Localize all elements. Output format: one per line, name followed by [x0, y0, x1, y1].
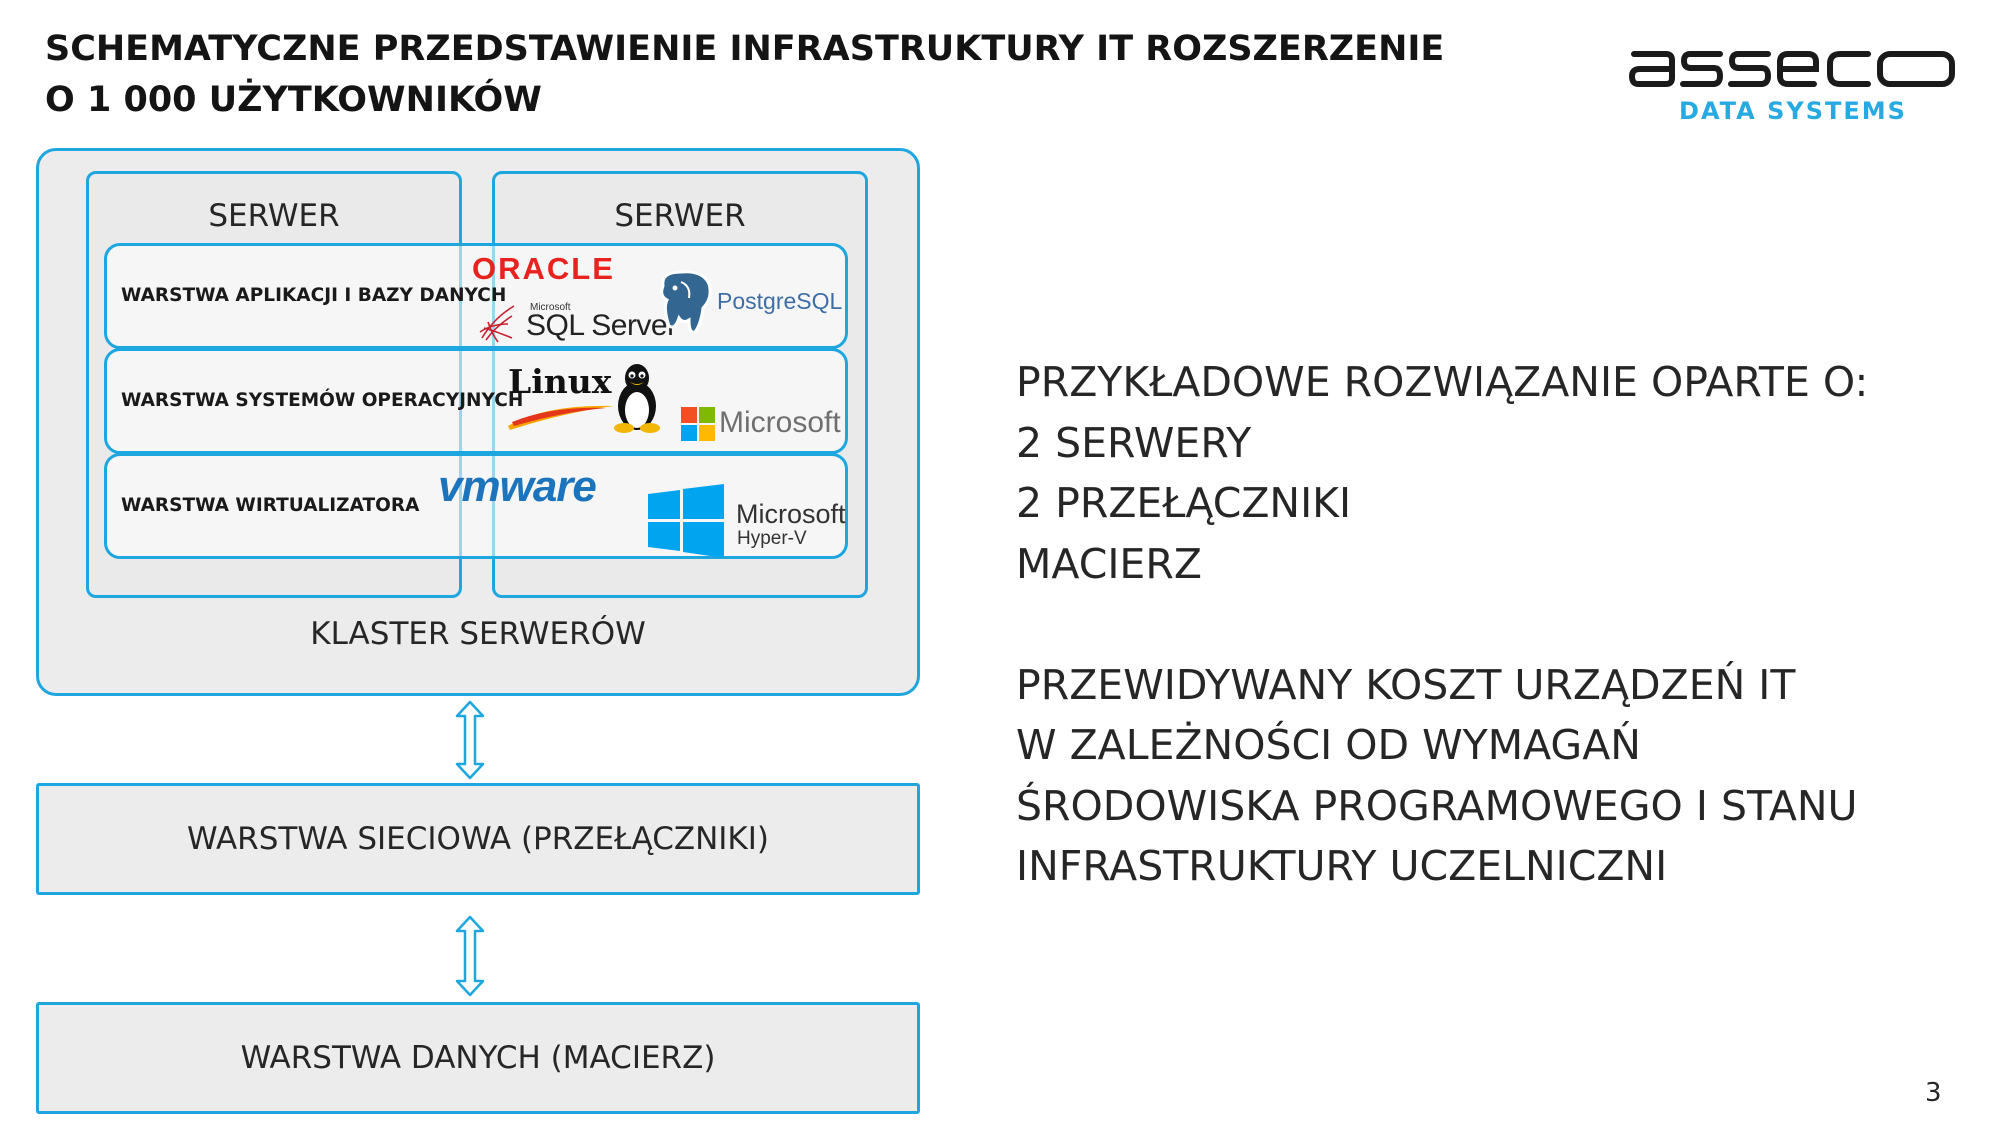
- sql-server-vendor: Microsoft: [530, 302, 571, 313]
- asseco-wordmark: asseco: [1628, 51, 1955, 87]
- network-layer-box: WARSTWA SIECIOWA (PRZEŁĄCZNIKI): [36, 783, 920, 895]
- logo-subtitle: DATA SYSTEMS: [1679, 97, 1907, 125]
- double-arrow-icon: [453, 915, 487, 997]
- data-layer-box: WARSTWA DANYCH (MACIERZ): [36, 1002, 920, 1114]
- layer-label: WARSTWA APLIKACJI I BAZY DANYCH: [121, 285, 507, 306]
- oracle-logo: ORACLE: [472, 251, 615, 286]
- slide-title: SCHEMATYCZNE PRZEDSTAWIENIE INFRASTRUKTU…: [45, 29, 1445, 120]
- linux-logo: Linux: [508, 362, 612, 401]
- layer-label: WARSTWA SYSTEMÓW OPERACYJNYCH: [121, 390, 524, 411]
- sql-server-logo: SQL Server: [526, 309, 677, 342]
- microsoft-logo: Microsoft: [719, 406, 841, 439]
- windows-logo-icon: [648, 484, 724, 558]
- layer-label: WARSTWA WIRTUALIZATORA: [121, 495, 420, 516]
- solution-item: 2 PRZEŁĄCZNIKI: [1016, 479, 1352, 527]
- cost-text-line: INFRASTRUKTURY UCZELNICZNI: [1016, 842, 1668, 890]
- cost-text-line: PRZEWIDYWANY KOSZT URZĄDZEŃ IT: [1016, 660, 1796, 709]
- linux-swoosh: [506, 400, 616, 430]
- network-layer-label: WARSTWA SIECIOWA (PRZEŁĄCZNIKI): [187, 821, 769, 857]
- virtualization-layer: WARSTWA WIRTUALIZATORA: [104, 453, 848, 559]
- cost-text-line: ŚRODOWISKA PROGRAMOWEGO I STANU: [1016, 781, 1858, 830]
- solution-item: MACIERZ: [1016, 539, 1202, 588]
- operating-systems-layer: WARSTWA SYSTEMÓW OPERACYJNYCH: [104, 348, 848, 454]
- cost-text-line: W ZALEŻNOŚCI OD WYMAGAŃ: [1016, 721, 1641, 769]
- sql-server-icon: [478, 298, 518, 344]
- server-label: SERWER: [614, 198, 746, 234]
- server-label: SERWER: [208, 198, 340, 234]
- solution-heading: PRZYKŁADOWE ROZWIĄZANIE OPARTE O:: [1016, 358, 1869, 406]
- hyper-v-vendor: Microsoft: [736, 499, 846, 529]
- tux-penguin-icon: [608, 362, 666, 434]
- application-database-layer: WARSTWA APLIKACJI I BAZY DANYCH: [104, 243, 848, 349]
- solution-description: PRZYKŁADOWE ROZWIĄZANIE OPARTE O: 2 SERW…: [1016, 352, 1976, 897]
- asseco-logo: asseco DATA SYSTEMS: [1628, 40, 1958, 130]
- double-arrow-icon: [453, 700, 487, 780]
- microsoft-windows-squares-icon: [681, 407, 715, 441]
- postgresql-logo: PostgreSQL: [717, 288, 843, 314]
- hyper-v-logo: Hyper-V: [737, 528, 807, 549]
- vmware-logo: vmware: [438, 462, 597, 511]
- postgresql-elephant-icon: [653, 268, 717, 338]
- data-layer-label: WARSTWA DANYCH (MACIERZ): [240, 1040, 716, 1076]
- page-number: 3: [1925, 1078, 1942, 1108]
- cluster-label: KLASTER SERWERÓW: [310, 616, 646, 652]
- solution-item: 2 SERWERY: [1016, 418, 1252, 467]
- spacer: [1016, 594, 1976, 655]
